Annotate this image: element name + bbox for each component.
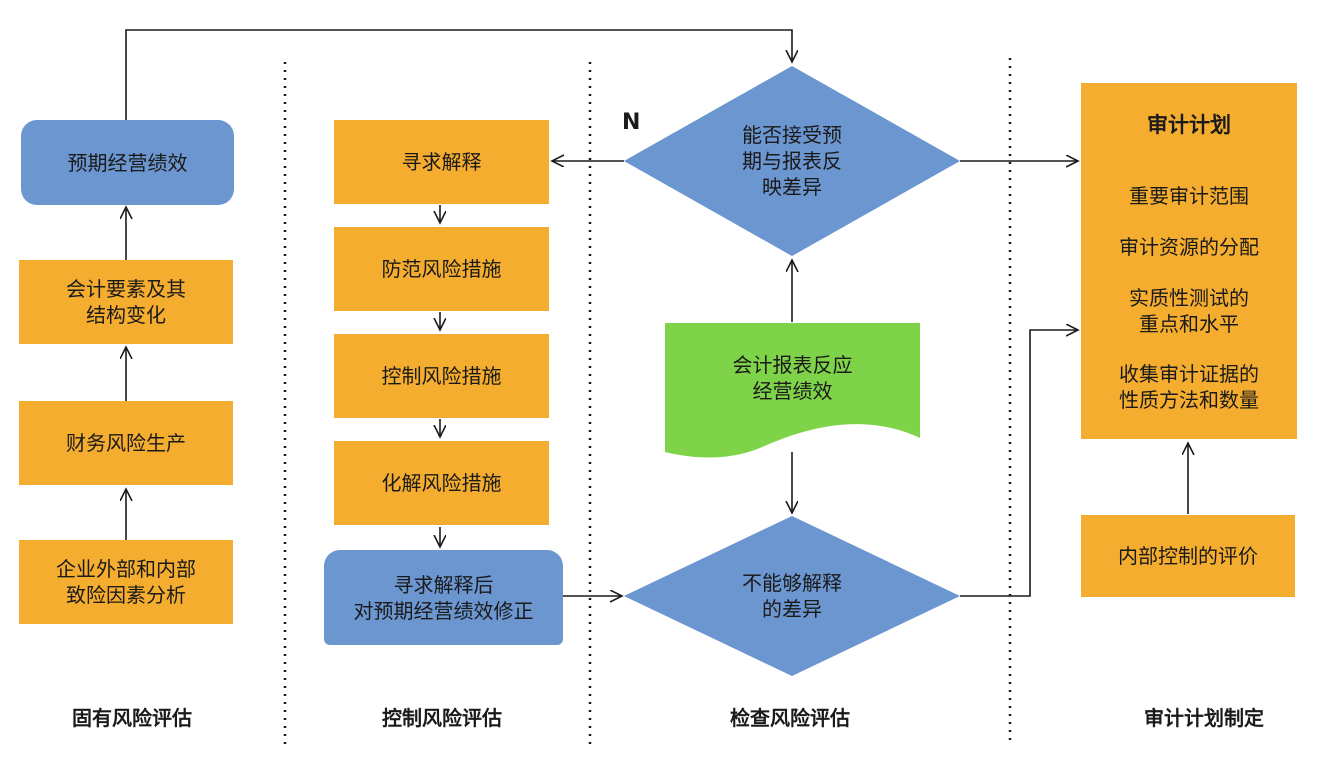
plan-item-evidence: 收集审计证据的 性质方法和数量 (1119, 362, 1259, 412)
accounting-elements-node: 会计要素及其 结构变化 (19, 260, 233, 344)
column-label-plan: 审计计划制定 (1144, 706, 1264, 730)
report-performance-text: 会计报表反应 经营绩效 (732, 353, 853, 403)
internal-control-eval-node: 内部控制的评价 (1081, 515, 1295, 597)
plan-item-resources: 审计资源的分配 (1119, 235, 1259, 259)
plan-item-scope: 重要审计范围 (1129, 184, 1249, 208)
seek-explanation-node: 寻求解释 (334, 120, 549, 204)
no-label: N (622, 110, 641, 135)
column-label-detection: 检查风险评估 (730, 706, 850, 730)
financial-risk-node: 财务风险生产 (19, 401, 233, 485)
audit-plan-title: 审计计划 (1147, 113, 1231, 137)
prevent-risk-node: 防范风险措施 (334, 227, 549, 311)
column-label-inherent: 固有风险评估 (72, 706, 192, 730)
expected-performance-node: 预期经营绩效 (21, 120, 234, 205)
resolve-risk-node: 化解风险措施 (334, 441, 549, 525)
diamond-unexplained (624, 516, 960, 676)
unexplained-difference-text: 不能够解释 的差异 (742, 571, 842, 621)
risk-factors-node: 企业外部和内部 致险因素分析 (19, 540, 233, 624)
column-label-control: 控制风险评估 (382, 706, 502, 730)
audit-plan-box: 审计计划 重要审计范围 审计资源的分配 实质性测试的 重点和水平 收集审计证据的… (1081, 83, 1297, 439)
control-risk-node: 控制风险措施 (334, 334, 549, 418)
arrow-unexplained-to-plan (960, 330, 1078, 597)
accept-difference-text: 能否接受预 期与报表反 映差异 (742, 123, 842, 199)
plan-item-testing: 实质性测试的 重点和水平 (1129, 286, 1249, 336)
diamond-accept (624, 66, 960, 256)
correct-expectation-node: 寻求解释后 对预期经营绩效修正 (324, 550, 563, 645)
arrow-expected-to-accept (125, 29, 792, 120)
document-shape (665, 323, 920, 458)
